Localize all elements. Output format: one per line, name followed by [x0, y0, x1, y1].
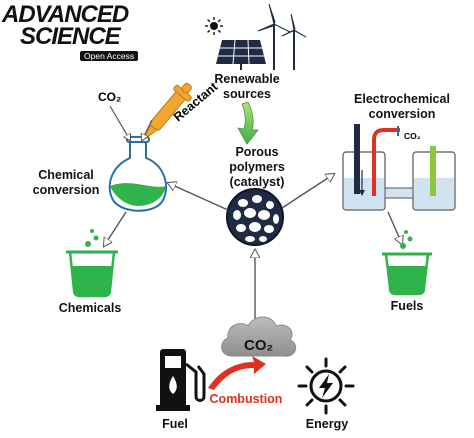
combustion-arrow — [208, 356, 266, 390]
cloud-icon — [221, 316, 297, 357]
electrochemical-cell-icon — [342, 124, 456, 211]
reactant-flask-arrow — [142, 119, 153, 140]
fuel-label: Fuel — [162, 417, 188, 431]
wind-turbine-icon — [257, 3, 307, 70]
fuel-pump-icon — [156, 349, 206, 411]
dropper-icon — [142, 82, 192, 141]
open-access-badge: Open Access — [80, 51, 139, 61]
energy-label: Energy — [305, 417, 349, 431]
solar-panel-icon — [216, 39, 266, 70]
polymer-sphere-icon — [226, 188, 284, 246]
co2-flask-arrow — [109, 105, 130, 140]
arrow-to-chemical — [168, 183, 229, 211]
chemicals-beaker-icon — [66, 229, 118, 298]
arrow-cell-to-fuels — [387, 211, 402, 244]
logo-line2: SCIENCE — [20, 23, 121, 50]
electrochemical-conversion-label: Electrochemical conversion — [354, 92, 450, 121]
energy-bolt-icon — [297, 357, 355, 415]
fuels-label: Fuels — [390, 299, 424, 313]
sun-icon — [205, 17, 223, 35]
journal-logo: ADVANCED SCIENCE Open Access — [0, 2, 150, 64]
fuels-beaker-icon — [382, 230, 432, 296]
green-flow-arrow — [237, 101, 259, 145]
chemical-conversion-label: Chemical conversion — [32, 168, 100, 197]
co2-flask-label: CO₂ — [98, 90, 121, 104]
combustion-label: Combustion — [209, 392, 283, 406]
arrow-to-electro — [281, 174, 334, 209]
arrow-flask-to-chemicals — [104, 211, 127, 246]
renewable-sources-label: Renewable sources — [214, 72, 280, 101]
logo-line1: ADVANCED — [2, 1, 129, 28]
co2-cloud-label: CO₂ — [244, 337, 273, 354]
porous-polymers-label: Porous polymers (catalyst) — [229, 145, 285, 189]
flask-icon — [108, 136, 167, 212]
chemicals-label: Chemicals — [58, 301, 122, 315]
co2-cell-label: CO₂ — [404, 131, 421, 141]
